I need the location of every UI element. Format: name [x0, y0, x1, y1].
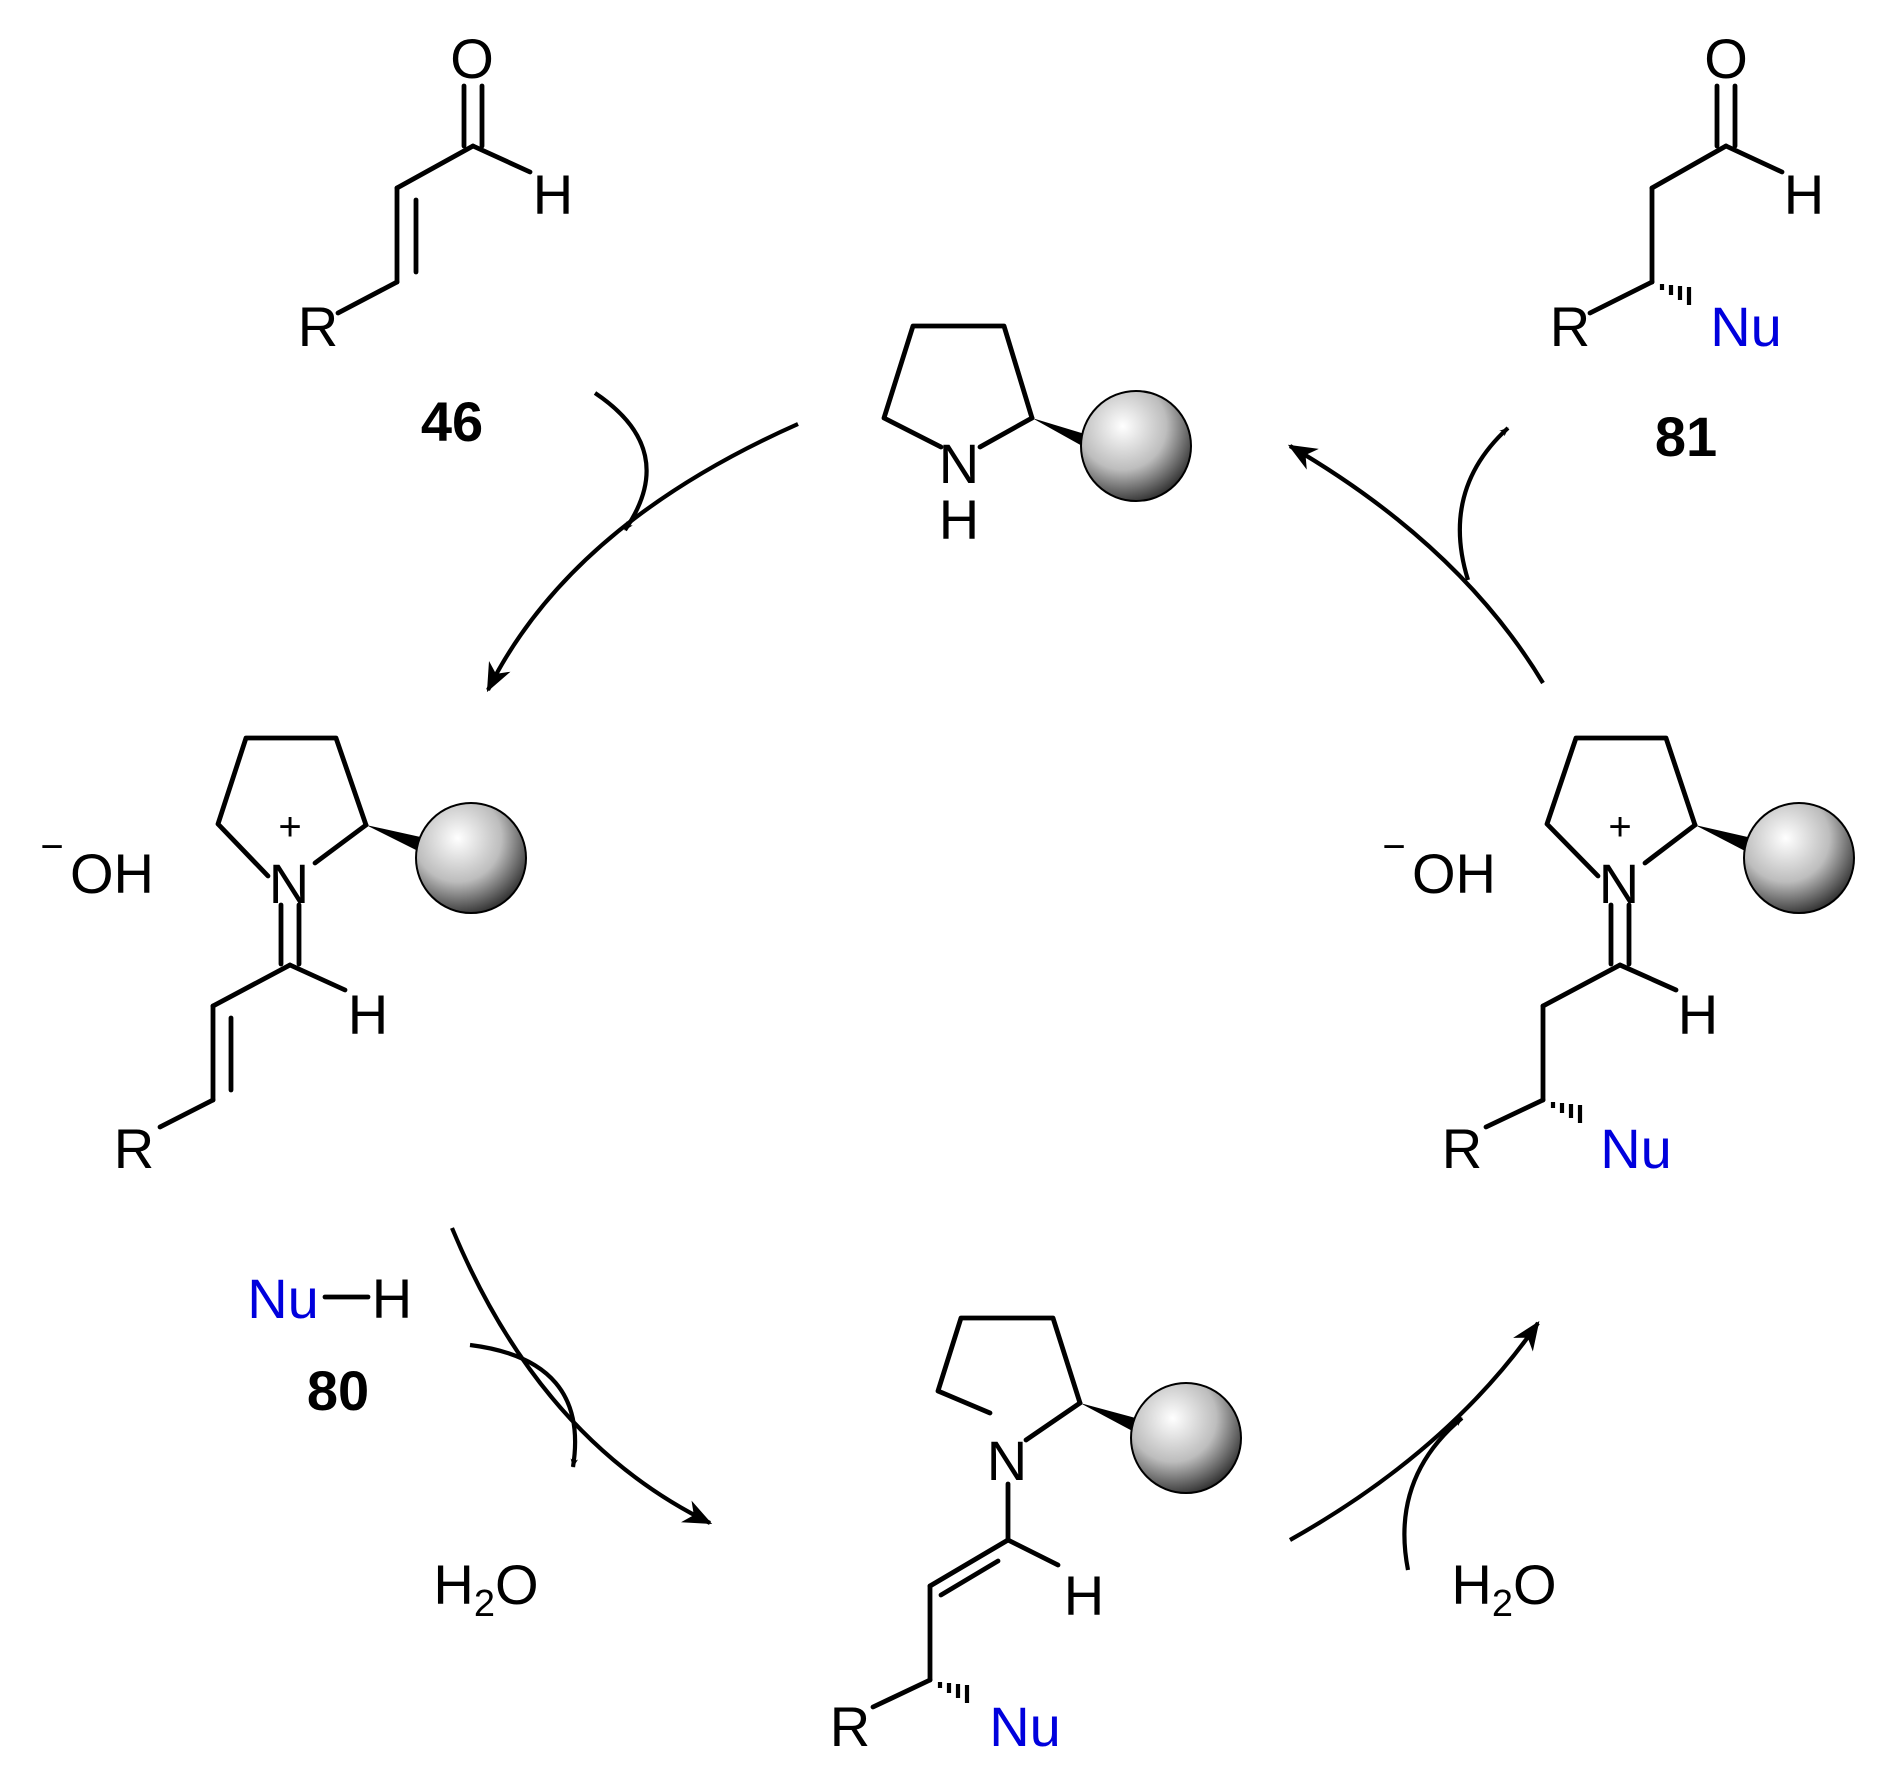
positive-charge-sign: + [1608, 805, 1631, 849]
arrow-water-entering [1402, 1416, 1464, 1571]
amine-hydrogen-label: H [939, 488, 979, 551]
hydroxide-counterion-label: OH [1412, 842, 1496, 905]
compound-46-enal: O H R 46 [298, 27, 573, 453]
iminium-nitrogen-label: N [269, 852, 309, 915]
aldehyde-hydrogen-label: H [533, 163, 573, 226]
arrow-iminium-to-enamine [450, 1227, 713, 1525]
iminium-hydrogen-label: H [1678, 983, 1718, 1046]
nucleophile-label: Nu [1710, 295, 1782, 358]
solid-support-bead [1743, 802, 1855, 914]
r-group-label: R [114, 1117, 154, 1180]
hydroxide-counterion-label: OH [70, 842, 154, 905]
nucleophile-80: Nu H 80 [247, 1267, 412, 1422]
iminium-hydrogen-label: H [348, 983, 388, 1046]
iminium-ion-right: − OH + N H R Nu [1382, 735, 1855, 1180]
solid-support-bead [1080, 390, 1192, 502]
nucleophile-label: Nu [989, 1695, 1061, 1758]
hashed-bond [1550, 1102, 1583, 1123]
r-group-label: R [1442, 1117, 1482, 1180]
nucleophile-label: Nu [247, 1267, 319, 1330]
enamine-nitrogen-label: N [987, 1429, 1027, 1492]
aldehyde-oxygen-label: O [1704, 27, 1748, 90]
wedge-bond [1695, 825, 1752, 852]
arrow-enamine-to-iminium [1288, 1321, 1540, 1542]
wedge-bond [1080, 1403, 1143, 1434]
aldehyde-hydrogen-label: H [1784, 163, 1824, 226]
water-formula: H2O [1451, 1553, 1556, 1625]
nucleophile-hydrogen-label: H [372, 1267, 412, 1330]
arrow-nucleophile-entering [469, 1342, 578, 1468]
r-group-label: R [1550, 295, 1590, 358]
negative-charge-sign: − [1382, 825, 1405, 869]
arrow-iminium-to-catalyst [1287, 444, 1545, 685]
aldehyde-oxygen-label: O [450, 27, 494, 90]
nucleophile-label: Nu [1600, 1117, 1672, 1180]
arrow-catalyst-to-iminium [486, 422, 799, 693]
amine-nitrogen-label: N [939, 432, 979, 495]
hashed-bond [937, 1682, 970, 1703]
compound-number-80: 80 [307, 1359, 369, 1422]
water-formula: H2O [433, 1553, 538, 1625]
product-81: O H R Nu 81 [1550, 27, 1824, 468]
water-added: H2O [1451, 1553, 1556, 1625]
compound-number-46: 46 [421, 390, 483, 453]
r-group-label: R [830, 1695, 870, 1758]
enamine-intermediate: N H R Nu [830, 1315, 1242, 1758]
solid-support-bead [1130, 1382, 1242, 1494]
positive-charge-sign: + [278, 805, 301, 849]
arrow-product-leaving [1457, 426, 1510, 581]
pyrrolidine-catalyst: N H [881, 323, 1192, 551]
enamine-hydrogen-label: H [1064, 1564, 1104, 1627]
iminium-nitrogen-label: N [1599, 852, 1639, 915]
compound-number-81: 81 [1655, 405, 1717, 468]
negative-charge-sign: − [40, 825, 63, 869]
solid-support-bead [415, 802, 527, 914]
water-released: H2O [433, 1553, 538, 1625]
hashed-bond [1659, 284, 1692, 305]
arrow-enal-entering [593, 391, 649, 532]
wedge-bond [366, 825, 425, 852]
cycle-arrows [450, 391, 1545, 1571]
iminium-ion-left: − OH + N H R [40, 735, 527, 1180]
r-group-label: R [298, 295, 338, 358]
